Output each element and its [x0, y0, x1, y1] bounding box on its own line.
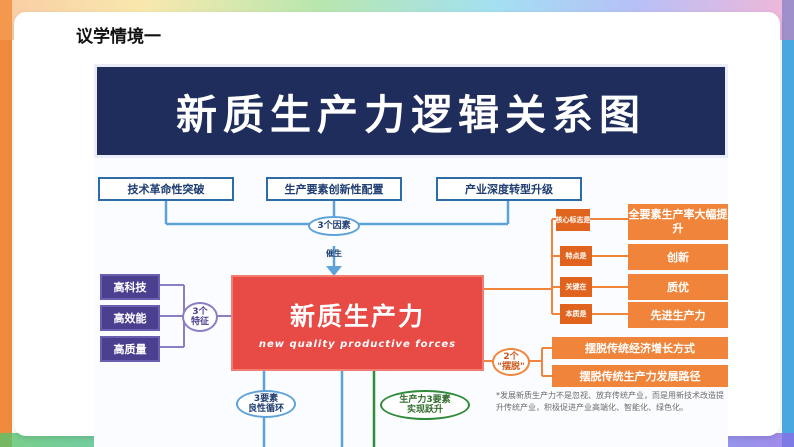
diagram-title-banner: 新质生产力逻辑关系图 [94, 64, 728, 158]
elements-leap-line1: 生产力3要素 [399, 394, 451, 405]
diagram-title: 新质生产力逻辑关系图 [176, 91, 646, 139]
right-tag-4: 本质是 [560, 304, 592, 324]
core-concept-box: 新质生产力 new quality productive forces [231, 275, 484, 371]
right-box-3: 质优 [628, 274, 728, 300]
break-oval-line2: "摆脱" [497, 362, 525, 372]
footnote-text: *发展新质生产力不是忽视、放弃传统产业，而是用新技术改造提升传统产业，积极促进产… [496, 391, 724, 412]
right-tag-2: 特点是 [560, 246, 592, 266]
generates-label: 催生 [326, 248, 342, 258]
slide-heading: 议学情境一 [76, 27, 161, 47]
factors-oval: 3个因素 [308, 216, 360, 236]
right-box-2: 创新 [628, 244, 728, 270]
features-oval-line1: 3个 [192, 306, 208, 317]
core-concept-en: new quality productive forces [258, 338, 457, 350]
logic-diagram-image: 新质生产力逻辑关系图 技术革命性突破 生产要素创新性配置 产业深度转型升级 3个… [94, 64, 728, 447]
elements-leap-oval: 生产力3要素 实现跃升 [380, 390, 470, 420]
feature-box-2: 高效能 [100, 305, 160, 331]
right-box-4: 先进生产力 [628, 302, 728, 328]
feature-box-3: 高质量 [100, 336, 160, 362]
factor-box-3: 产业深度转型升级 [436, 177, 582, 201]
right-tag-3: 关键在 [560, 277, 592, 297]
break-box-2: 摆脱传统生产力发展路径 [552, 365, 728, 387]
elements-cycle-line1: 3要素 [253, 393, 279, 404]
right-box-1: 全要素生产率大幅提升 [628, 204, 728, 240]
factors-oval-label: 3个因素 [317, 220, 351, 231]
elements-cycle-line2: 良性循环 [247, 404, 284, 414]
break-box-1: 摆脱传统经济增长方式 [552, 337, 728, 359]
features-oval-line2: 特征 [190, 317, 209, 327]
elements-leap-line2: 实现跃升 [406, 405, 443, 415]
slide-card: 议学情境一 [14, 12, 780, 447]
features-oval: 3个 特征 [182, 302, 218, 332]
elements-cycle-oval: 3要素 良性循环 [236, 390, 296, 418]
break-oval-line1: 2个 [503, 351, 519, 362]
right-tag-1: 核心标志是 [556, 209, 591, 231]
factor-box-1: 技术革命性突破 [98, 177, 234, 201]
core-concept-zh: 新质生产力 [289, 301, 425, 331]
factor-box-2: 生产要素创新性配置 [266, 177, 402, 201]
feature-box-1: 高科技 [100, 274, 160, 300]
break-oval: 2个 "摆脱" [492, 348, 530, 376]
